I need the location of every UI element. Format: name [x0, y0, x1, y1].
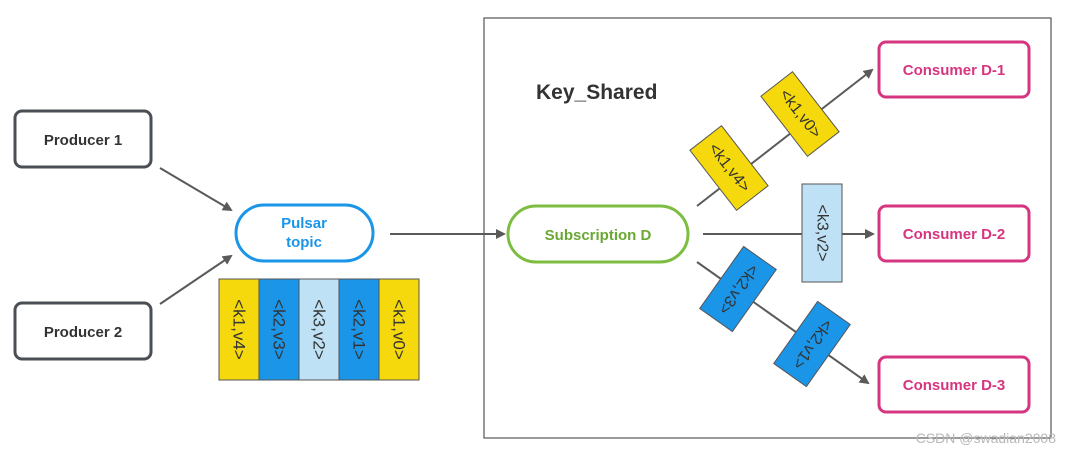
consumer-d2: Consumer D-2: [877, 204, 1031, 263]
topic-message-4-box: [338, 278, 380, 381]
routed-message-d3-2: <k2,v1>: [773, 300, 851, 388]
routed-message-d1-2: <k1,v0>: [760, 71, 840, 157]
producer-2: Producer 2: [13, 301, 153, 361]
consumer-d1-label: Consumer D-1: [903, 62, 1006, 79]
producer-1: Producer 1: [13, 109, 153, 169]
topic-message-3-box: [298, 278, 340, 381]
routed-message-d3-1-box: [699, 245, 777, 333]
subscription-d-pill: [506, 204, 690, 264]
consumer-d2-box: [877, 204, 1031, 263]
producer-1-label: Producer 1: [44, 132, 122, 149]
consumer-d3-box: [877, 355, 1031, 414]
routed-message-d1-1: <k1,v4>: [689, 125, 769, 211]
routed-message-d2-1: <k3,v2>: [801, 183, 843, 283]
pulsar-topic-label-line1: Pulsar: [281, 215, 327, 232]
subscription-d-label: Subscription D: [545, 227, 652, 244]
topic-message-2-box: [258, 278, 300, 381]
producer-2-label: Producer 2: [44, 324, 122, 341]
routed-message-d3-1: <k2,v3>: [699, 245, 777, 333]
consumer-d2-label: Consumer D-2: [903, 226, 1006, 243]
watermark: CSDN @swadian2008: [916, 430, 1056, 446]
topic-message-4-label: <k2,v1>: [350, 299, 369, 360]
consumer-d3-label: Consumer D-3: [903, 377, 1006, 394]
topic-message-1: <k1,v4>: [218, 278, 260, 381]
topic-message-3: <k3,v2>: [298, 278, 340, 381]
topic-message-2-label: <k2,v3>: [270, 299, 289, 360]
pulsar-topic: Pulsar topic: [234, 203, 375, 263]
routed-message-d2-1-box: [801, 183, 843, 283]
topic-message-5-box: [378, 278, 420, 381]
subscription-type-title: Key_Shared: [536, 81, 657, 104]
arrow-producer1-to-topic: [159, 167, 233, 212]
producer-1-box: [13, 109, 153, 169]
consumer-d1: Consumer D-1: [877, 40, 1031, 99]
topic-message-2: <k2,v3>: [258, 278, 300, 381]
consumer-d3: Consumer D-3: [877, 355, 1031, 414]
subscription-frame: [483, 17, 1052, 439]
topic-message-5: <k1,v0>: [378, 278, 420, 381]
routed-message-d1-1-box: [689, 125, 769, 211]
producer-2-box: [13, 301, 153, 361]
pulsar-topic-label-line2: topic: [286, 234, 322, 251]
subscription-d: Subscription D: [506, 204, 690, 264]
topic-message-3-label: <k3,v2>: [310, 299, 329, 360]
consumer-d1-box: [877, 40, 1031, 99]
topic-message-1-label: <k1,v4>: [230, 299, 249, 360]
routed-message-d1-2-box: [760, 71, 840, 157]
routed-message-d2-1-label: <k3,v2>: [814, 205, 831, 262]
topic-message-5-label: <k1,v0>: [390, 299, 409, 360]
topic-message-queue: <k1,v4> <k2,v3> <k3,v2> <k2,v1> <k1,v0>: [218, 278, 420, 381]
routed-message-d3-2-box: [773, 300, 851, 388]
pulsar-topic-pill: [234, 203, 375, 263]
topic-message-1-box: [218, 278, 260, 381]
topic-message-4: <k2,v1>: [338, 278, 380, 381]
arrow-producer2-to-topic: [159, 254, 233, 305]
